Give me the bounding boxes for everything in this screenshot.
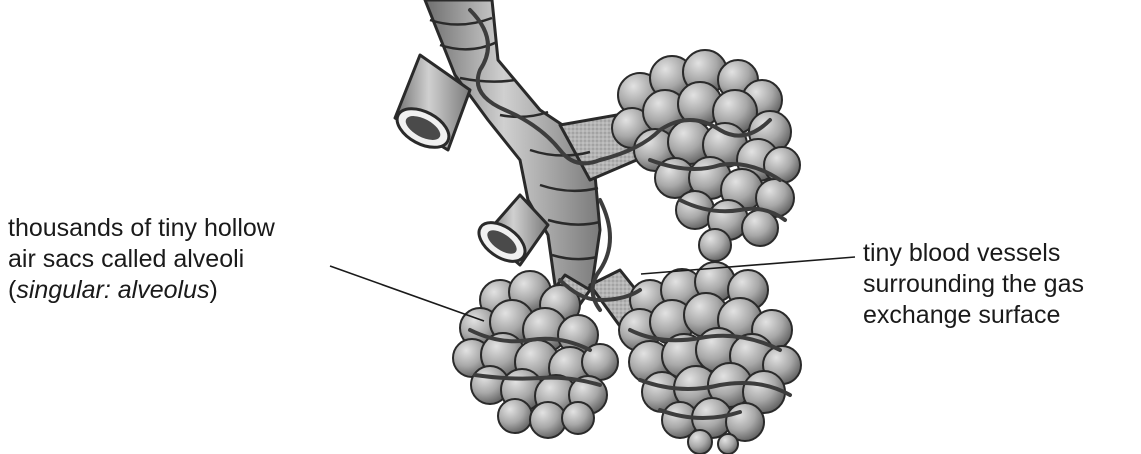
blood-vessels-label-line2: surrounding the gas	[863, 269, 1084, 300]
alveolar-cluster-upper-right	[612, 50, 800, 261]
alveoli-label-line1: thousands of tiny hollow	[8, 213, 275, 244]
alveoli-label: thousands of tiny hollow air sacs called…	[8, 213, 275, 306]
alveoli-label-line2: air sacs called alveoli	[8, 244, 275, 275]
leader-line-alveoli	[330, 266, 484, 321]
blood-vessels-label-line1: tiny blood vessels	[863, 238, 1084, 269]
blood-vessels-label-line3: exchange surface	[863, 300, 1084, 331]
blood-vessels-label: tiny blood vessels surrounding the gas e…	[863, 238, 1084, 331]
alveolar-cluster-lower-right	[619, 262, 801, 454]
alveoli-label-paren-close: )	[210, 276, 218, 304]
alveoli-label-singular: singular: alveolus	[16, 276, 209, 304]
alveoli-label-line3: (singular: alveolus)	[8, 275, 275, 306]
